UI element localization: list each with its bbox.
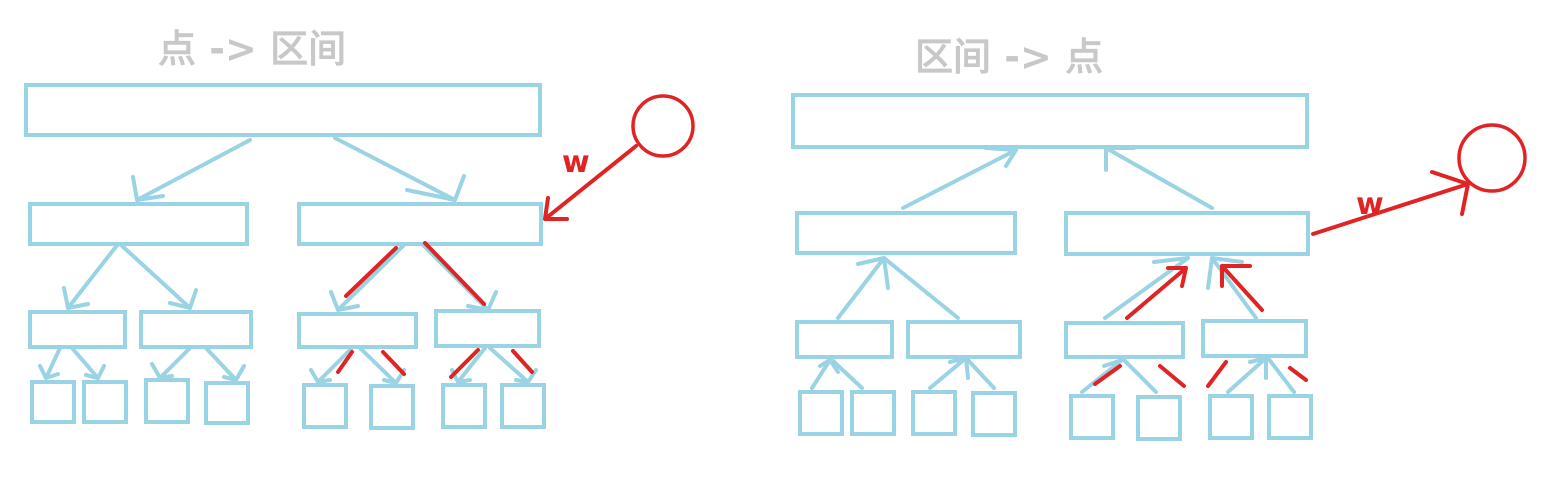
right-panel: 区间 -> 点 xyxy=(791,35,1527,441)
right-w-label: w xyxy=(1356,187,1384,222)
right-leaf-node-7 xyxy=(1208,394,1254,440)
left-leaf-node-2 xyxy=(82,380,128,424)
right-level2-node-b xyxy=(906,320,1022,359)
left-level2-node-a xyxy=(28,310,127,349)
left-level2-node-c xyxy=(297,312,418,349)
left-tree-edges xyxy=(38,136,538,385)
left-external-node xyxy=(631,94,695,158)
left-leaf-node-3 xyxy=(144,378,190,424)
right-leaf-node-5 xyxy=(1069,394,1115,440)
right-level2-node-c xyxy=(1064,321,1185,359)
right-panel-title: 区间 -> 点 xyxy=(915,35,1103,79)
left-leaf-node-4 xyxy=(204,381,250,425)
right-leaf-node-2 xyxy=(850,390,896,436)
right-external-node xyxy=(1457,123,1527,193)
right-leaf-node-3 xyxy=(911,390,957,436)
left-leaf-node-5 xyxy=(302,383,348,429)
left-highlight-edges xyxy=(336,144,638,379)
right-highlight-edges xyxy=(1093,170,1470,388)
left-panel: 点 -> 区间 xyxy=(24,27,695,430)
left-level1-node-a xyxy=(28,202,249,246)
right-leaf-node-1 xyxy=(798,390,844,436)
left-level2-node-d xyxy=(434,309,541,348)
left-root-node xyxy=(24,83,542,137)
right-level1-node-a xyxy=(795,211,1017,255)
right-level2-node-d xyxy=(1201,319,1308,358)
left-leaf-node-1 xyxy=(30,380,76,424)
left-level1-node-b xyxy=(297,202,543,246)
left-leaf-node-6 xyxy=(369,384,415,430)
left-leaf-node-7 xyxy=(441,383,487,429)
right-leaf-node-8 xyxy=(1267,394,1313,440)
left-leaf-node-8 xyxy=(500,383,546,429)
right-level2-node-a xyxy=(795,320,894,359)
left-level2-node-b xyxy=(139,310,253,349)
right-leaf-node-6 xyxy=(1136,395,1182,441)
left-w-label: w xyxy=(562,145,590,180)
left-panel-title: 点 -> 区间 xyxy=(158,27,346,71)
right-leaf-node-4 xyxy=(971,391,1017,437)
right-level1-node-b xyxy=(1064,211,1310,256)
right-tree-edges xyxy=(810,146,1296,394)
right-root-node xyxy=(791,93,1309,149)
